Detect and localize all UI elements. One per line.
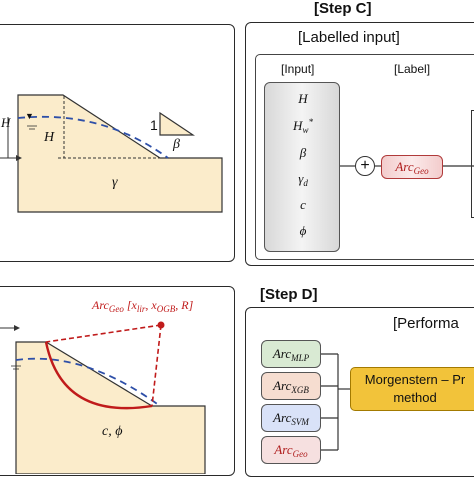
input-beta: β	[299, 145, 307, 160]
arc-center-point	[157, 321, 165, 329]
water-level-marker: ▼	[25, 111, 34, 121]
label-ratio-one: 1	[150, 117, 158, 133]
input-gamma-d: γd	[298, 171, 308, 188]
input-H: H	[298, 91, 308, 106]
model-arc-geo: ArcGeo	[261, 436, 321, 464]
slip-arc	[44, 341, 153, 410]
step-c-title: [Step C]	[314, 0, 372, 17]
model-arc-mlp: ArcMLP	[261, 340, 321, 368]
radius-line-2	[151, 324, 162, 407]
arc-geo-center-label: ArcGeo [xlir, xOGB, R]	[92, 298, 194, 314]
concat-plus-icon: +	[355, 156, 375, 176]
morgenstern-price-method-box: Morgenstern – Pr method	[350, 367, 474, 411]
step-d-title: [Step D]	[260, 286, 318, 303]
phreatic-line-d	[15, 357, 161, 407]
soil-body	[17, 94, 223, 213]
step-c-connectors	[340, 165, 474, 167]
model-arc-svm: ArcSVM	[261, 404, 321, 432]
label-header: [Label]	[394, 62, 431, 76]
input-Hw: Hw*	[293, 117, 313, 135]
slope-ratio-triangle	[159, 111, 195, 136]
soil-params-label: c, ϕ	[102, 424, 123, 439]
water-arrowhead	[16, 155, 22, 161]
label-h-left: H	[1, 115, 11, 130]
model-arc-xgb: ArcXGB	[261, 372, 321, 400]
input-phi: ϕ	[299, 223, 307, 238]
label-h-inner: H	[44, 130, 55, 145]
input-features-box: H Hw* β γd c ϕ	[264, 82, 340, 252]
labelled-input-heading: [Labelled input]	[298, 29, 400, 46]
method-line-2: method	[393, 390, 437, 405]
method-line-1: Morgenstern – Pr	[364, 372, 466, 387]
input-header: [Input]	[281, 62, 315, 76]
label-arc-geo: ArcGeo	[381, 155, 443, 179]
performance-heading: [Performa	[393, 315, 459, 332]
radius-line-1	[45, 324, 162, 343]
input-c: c	[300, 197, 306, 212]
labelled-input-inner-box	[255, 54, 474, 260]
next-stage-box	[471, 110, 474, 218]
label-gamma: γ	[112, 175, 118, 190]
arrowhead-d	[14, 325, 20, 331]
step-d-connectors	[321, 353, 350, 451]
label-beta: β	[173, 137, 180, 152]
phreatic-line	[17, 115, 169, 159]
slope-geometry-drawing	[0, 94, 223, 213]
failure-arc-drawing	[0, 321, 206, 474]
